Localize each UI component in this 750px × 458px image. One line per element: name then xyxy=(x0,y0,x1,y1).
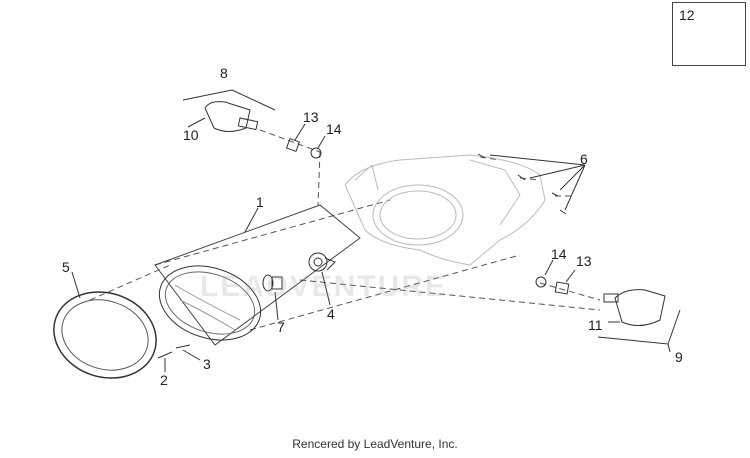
bulb-holder-left xyxy=(285,123,326,159)
callout-7: 7 xyxy=(277,319,285,335)
callout-13-left: 13 xyxy=(303,109,319,125)
callout-5: 5 xyxy=(62,259,70,275)
callout-3: 3 xyxy=(203,356,211,372)
socket-part xyxy=(308,252,336,306)
callout-10: 10 xyxy=(183,127,199,143)
headlight-trim-ring xyxy=(53,291,157,379)
headlight-assembly-frame xyxy=(154,204,361,346)
callout-13-right: 13 xyxy=(576,253,592,269)
callout-2: 2 xyxy=(160,372,168,388)
headlight-lens xyxy=(158,265,262,341)
callout-6: 6 xyxy=(580,151,588,167)
callout-1: 1 xyxy=(256,194,264,210)
inset-box-part-12: 12 xyxy=(672,2,746,66)
callout-9: 9 xyxy=(675,349,683,365)
bulb-holder-right xyxy=(535,259,576,295)
callout-14-right: 14 xyxy=(551,246,567,262)
credit-text: Rencered by LeadVenture, Inc. xyxy=(292,437,458,451)
right-indicator xyxy=(597,289,681,353)
watermark-text: LEADVENTURE xyxy=(200,270,448,303)
callout-12: 12 xyxy=(679,7,695,23)
screws-6 xyxy=(477,153,586,215)
screw-parts xyxy=(157,344,201,372)
leader-lines xyxy=(71,207,259,299)
callout-4: 4 xyxy=(327,306,335,322)
callout-11: 11 xyxy=(588,317,603,333)
bulb-part xyxy=(262,274,283,321)
handlebar-cover xyxy=(344,154,546,266)
callout-8: 8 xyxy=(220,65,228,81)
left-indicator xyxy=(182,89,276,132)
callout-14-left: 14 xyxy=(326,121,342,137)
